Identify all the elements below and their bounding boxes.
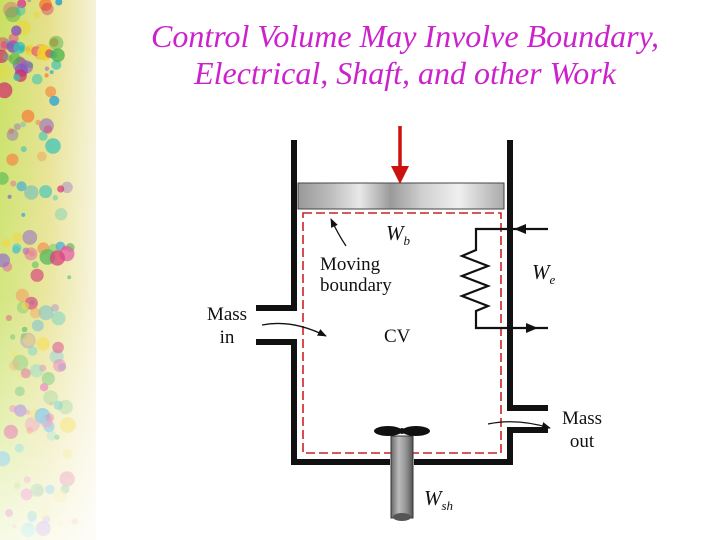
mass-out-label-line-1: Mass [562,408,602,429]
piston [297,182,505,210]
paddle-left-blade [374,426,402,436]
moving-boundary-pointer [330,218,347,247]
container-left-wall-upper [256,140,297,311]
moving-boundary-label-line-2: boundary [320,275,392,296]
container-right-wall-and-bottom [414,427,548,465]
slide-title: Control Volume May Involve Boundary, Ele… [100,18,710,92]
control-volume-label: CV [384,326,411,347]
title-line-1: Control Volume May Involve Boundary, [150,18,660,54]
electrical-work-label: We [532,260,556,287]
mass-out-label-line-2: out [570,431,595,452]
boundary-work-arrowhead [391,166,409,184]
paddle-right-blade [402,426,430,436]
mass-in-label-line-2: in [220,327,235,348]
electric-in-arrowhead [514,224,526,234]
decorative-side-strip [0,0,96,540]
mass-out-arrow [487,421,551,430]
electric-out-arrowhead [526,323,538,333]
shaft-end [393,513,411,521]
shaft-work-label: Wsh [424,486,453,513]
resistor-wire [458,227,548,330]
paddle-hub [399,428,405,434]
container-left-wall-lower [256,339,390,465]
boundary-work-label: Wb [386,221,411,248]
mass-in-label-line-1: Mass [207,304,247,325]
title-line-2: Electrical, Shaft, and other Work [194,55,616,91]
moving-boundary-label-line-1: Moving [320,254,381,275]
texture-pattern [0,0,96,540]
shaft [390,435,414,519]
mass-in-arrow [261,322,327,337]
